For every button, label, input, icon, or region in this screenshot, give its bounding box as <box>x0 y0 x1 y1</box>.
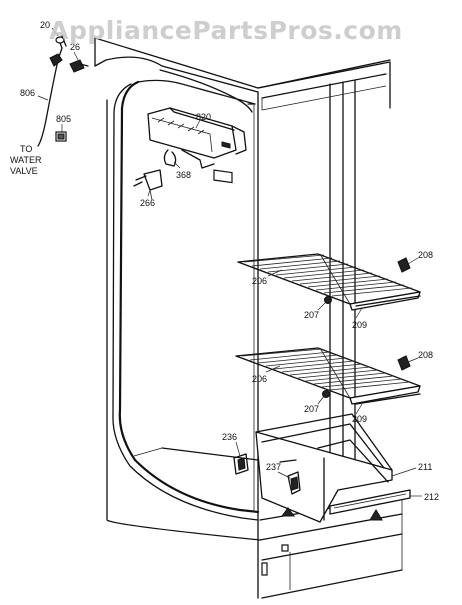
callout-209-lower: 209 <box>352 414 367 424</box>
water-valve-note: TO WATER VALVE <box>10 144 44 176</box>
callout-368: 368 <box>176 170 191 180</box>
callout-805: 805 <box>56 114 71 124</box>
callout-206-upper: 206 <box>252 276 267 286</box>
leader-lines <box>37 27 422 497</box>
water-line <box>37 35 89 147</box>
water-valve-note-line-3: VALVE <box>10 166 38 176</box>
icemaker-assembly <box>133 107 247 201</box>
callout-806: 806 <box>20 88 35 98</box>
bottom-pan <box>255 413 411 523</box>
callout-237: 237 <box>266 462 281 472</box>
callout-206-lower: 206 <box>252 374 267 384</box>
callout-211: 211 <box>418 462 432 472</box>
water-valve-note-line-1: TO <box>20 144 32 154</box>
pan-support-brackets <box>233 453 301 495</box>
callout-26: 26 <box>70 42 80 52</box>
callout-820: 820 <box>196 112 211 122</box>
lower-wire-shelf <box>235 347 421 405</box>
callout-208-lower: 208 <box>418 350 433 360</box>
water-valve-note-line-2: WATER <box>10 155 42 165</box>
upper-wire-shelf <box>237 253 421 311</box>
callout-207-upper: 207 <box>304 310 319 320</box>
callout-labels: 20 26 806 805 820 368 266 208 206 207 20… <box>10 20 439 502</box>
callout-212: 212 <box>424 492 439 502</box>
callout-236: 236 <box>222 432 237 442</box>
callout-266: 266 <box>140 198 155 208</box>
callout-208-upper: 208 <box>418 250 433 260</box>
cabinet-outline <box>94 37 403 599</box>
callout-20: 20 <box>40 20 50 30</box>
callout-207-lower: 207 <box>304 404 319 414</box>
callout-209-upper: 209 <box>352 320 367 330</box>
